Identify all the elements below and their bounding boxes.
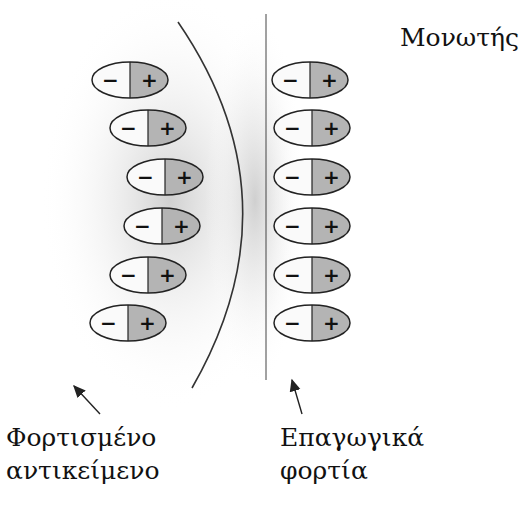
positive-sign: + (141, 70, 158, 90)
insulator-label: Μονωτής (400, 22, 518, 55)
negative-sign: − (137, 167, 154, 187)
dipole-ellipse: −+ (109, 256, 187, 294)
negative-sign: − (282, 70, 299, 90)
dipole-ellipse: −+ (271, 61, 349, 99)
insulator-surface (266, 14, 267, 380)
dipole-ellipse: −+ (273, 158, 351, 196)
negative-sign: − (284, 216, 301, 236)
negative-sign: − (284, 118, 301, 138)
dipole-ellipse: −+ (273, 304, 351, 342)
positive-sign: + (323, 216, 340, 236)
negative-sign: − (284, 167, 301, 187)
negative-sign: − (120, 265, 137, 285)
negative-sign: − (100, 313, 117, 333)
positive-sign: + (173, 216, 190, 236)
dipole-ellipse: −+ (273, 256, 351, 294)
charged-object-surface (178, 22, 243, 388)
dipole-ellipse: −+ (91, 61, 169, 99)
positive-sign: + (323, 118, 340, 138)
negative-sign: − (120, 118, 137, 138)
negative-sign: − (284, 313, 301, 333)
positive-sign: + (323, 265, 340, 285)
positive-sign: + (159, 265, 176, 285)
negative-sign: − (102, 70, 119, 90)
positive-sign: + (323, 313, 340, 333)
positive-sign: + (323, 167, 340, 187)
positive-sign: + (321, 70, 338, 90)
dipole-ellipse: −+ (109, 109, 187, 147)
positive-sign: + (139, 313, 156, 333)
dipole-ellipse: −+ (89, 304, 167, 342)
positive-sign: + (159, 118, 176, 138)
dipole-ellipse: −+ (273, 207, 351, 245)
leader-arrow (292, 380, 302, 414)
dipole-ellipse: −+ (126, 158, 204, 196)
charged-object-label: Φορτισμένο αντικείμενο (6, 422, 206, 487)
dipole-ellipse: −+ (273, 109, 351, 147)
positive-sign: + (176, 167, 193, 187)
induced-charges-label: Επαγωγικά φορτία (280, 422, 440, 487)
leader-arrow (74, 386, 100, 414)
negative-sign: − (284, 265, 301, 285)
negative-sign: − (134, 216, 151, 236)
dipole-ellipse: −+ (123, 207, 201, 245)
